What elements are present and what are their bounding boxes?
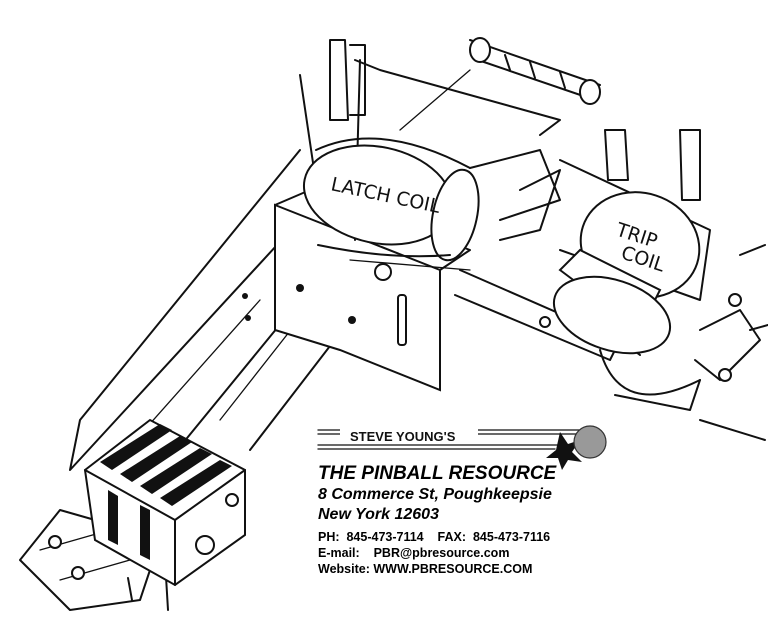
company-info: THE PINBALL RESOURCE 8 Commerce St, Poug… [318, 463, 758, 577]
website-line: Website: WWW.PBRESOURCE.COM [318, 561, 758, 577]
contact-stack [83, 418, 246, 587]
logo-name: STEVE YOUNG'S [350, 429, 456, 444]
company-name: THE PINBALL RESOURCE [318, 463, 557, 484]
phone-fax-line: PH: 845-473-7114 FAX: 845-473-7116 [318, 529, 758, 545]
fax-label: FAX: [437, 530, 467, 544]
address-line2: New York 12603 [318, 506, 439, 523]
website-url[interactable]: WWW.PBRESOURCE.COM [373, 562, 533, 576]
phone-label: PH: [318, 530, 340, 544]
steve-youngs-logo: STEVE YOUNG'S [317, 425, 607, 470]
fax-number: 845-473-7116 [472, 530, 551, 544]
plunger-arm [349, 37, 601, 271]
phone-number: 845-473-7114 [346, 530, 424, 544]
latch-coil: LATCH COIL [299, 39, 561, 262]
email-line: E-mail: PBR@pbresource.com [318, 545, 758, 561]
email-label: E-mail: [318, 546, 360, 560]
address-line1: 8 Commerce St, Poughkeepsie [318, 486, 552, 503]
logo-ball [573, 425, 607, 459]
email-address[interactable]: PBR@pbresource.com [373, 546, 510, 560]
website-label: Website: [318, 562, 370, 576]
trip-coil: TRIP COIL [552, 129, 768, 441]
